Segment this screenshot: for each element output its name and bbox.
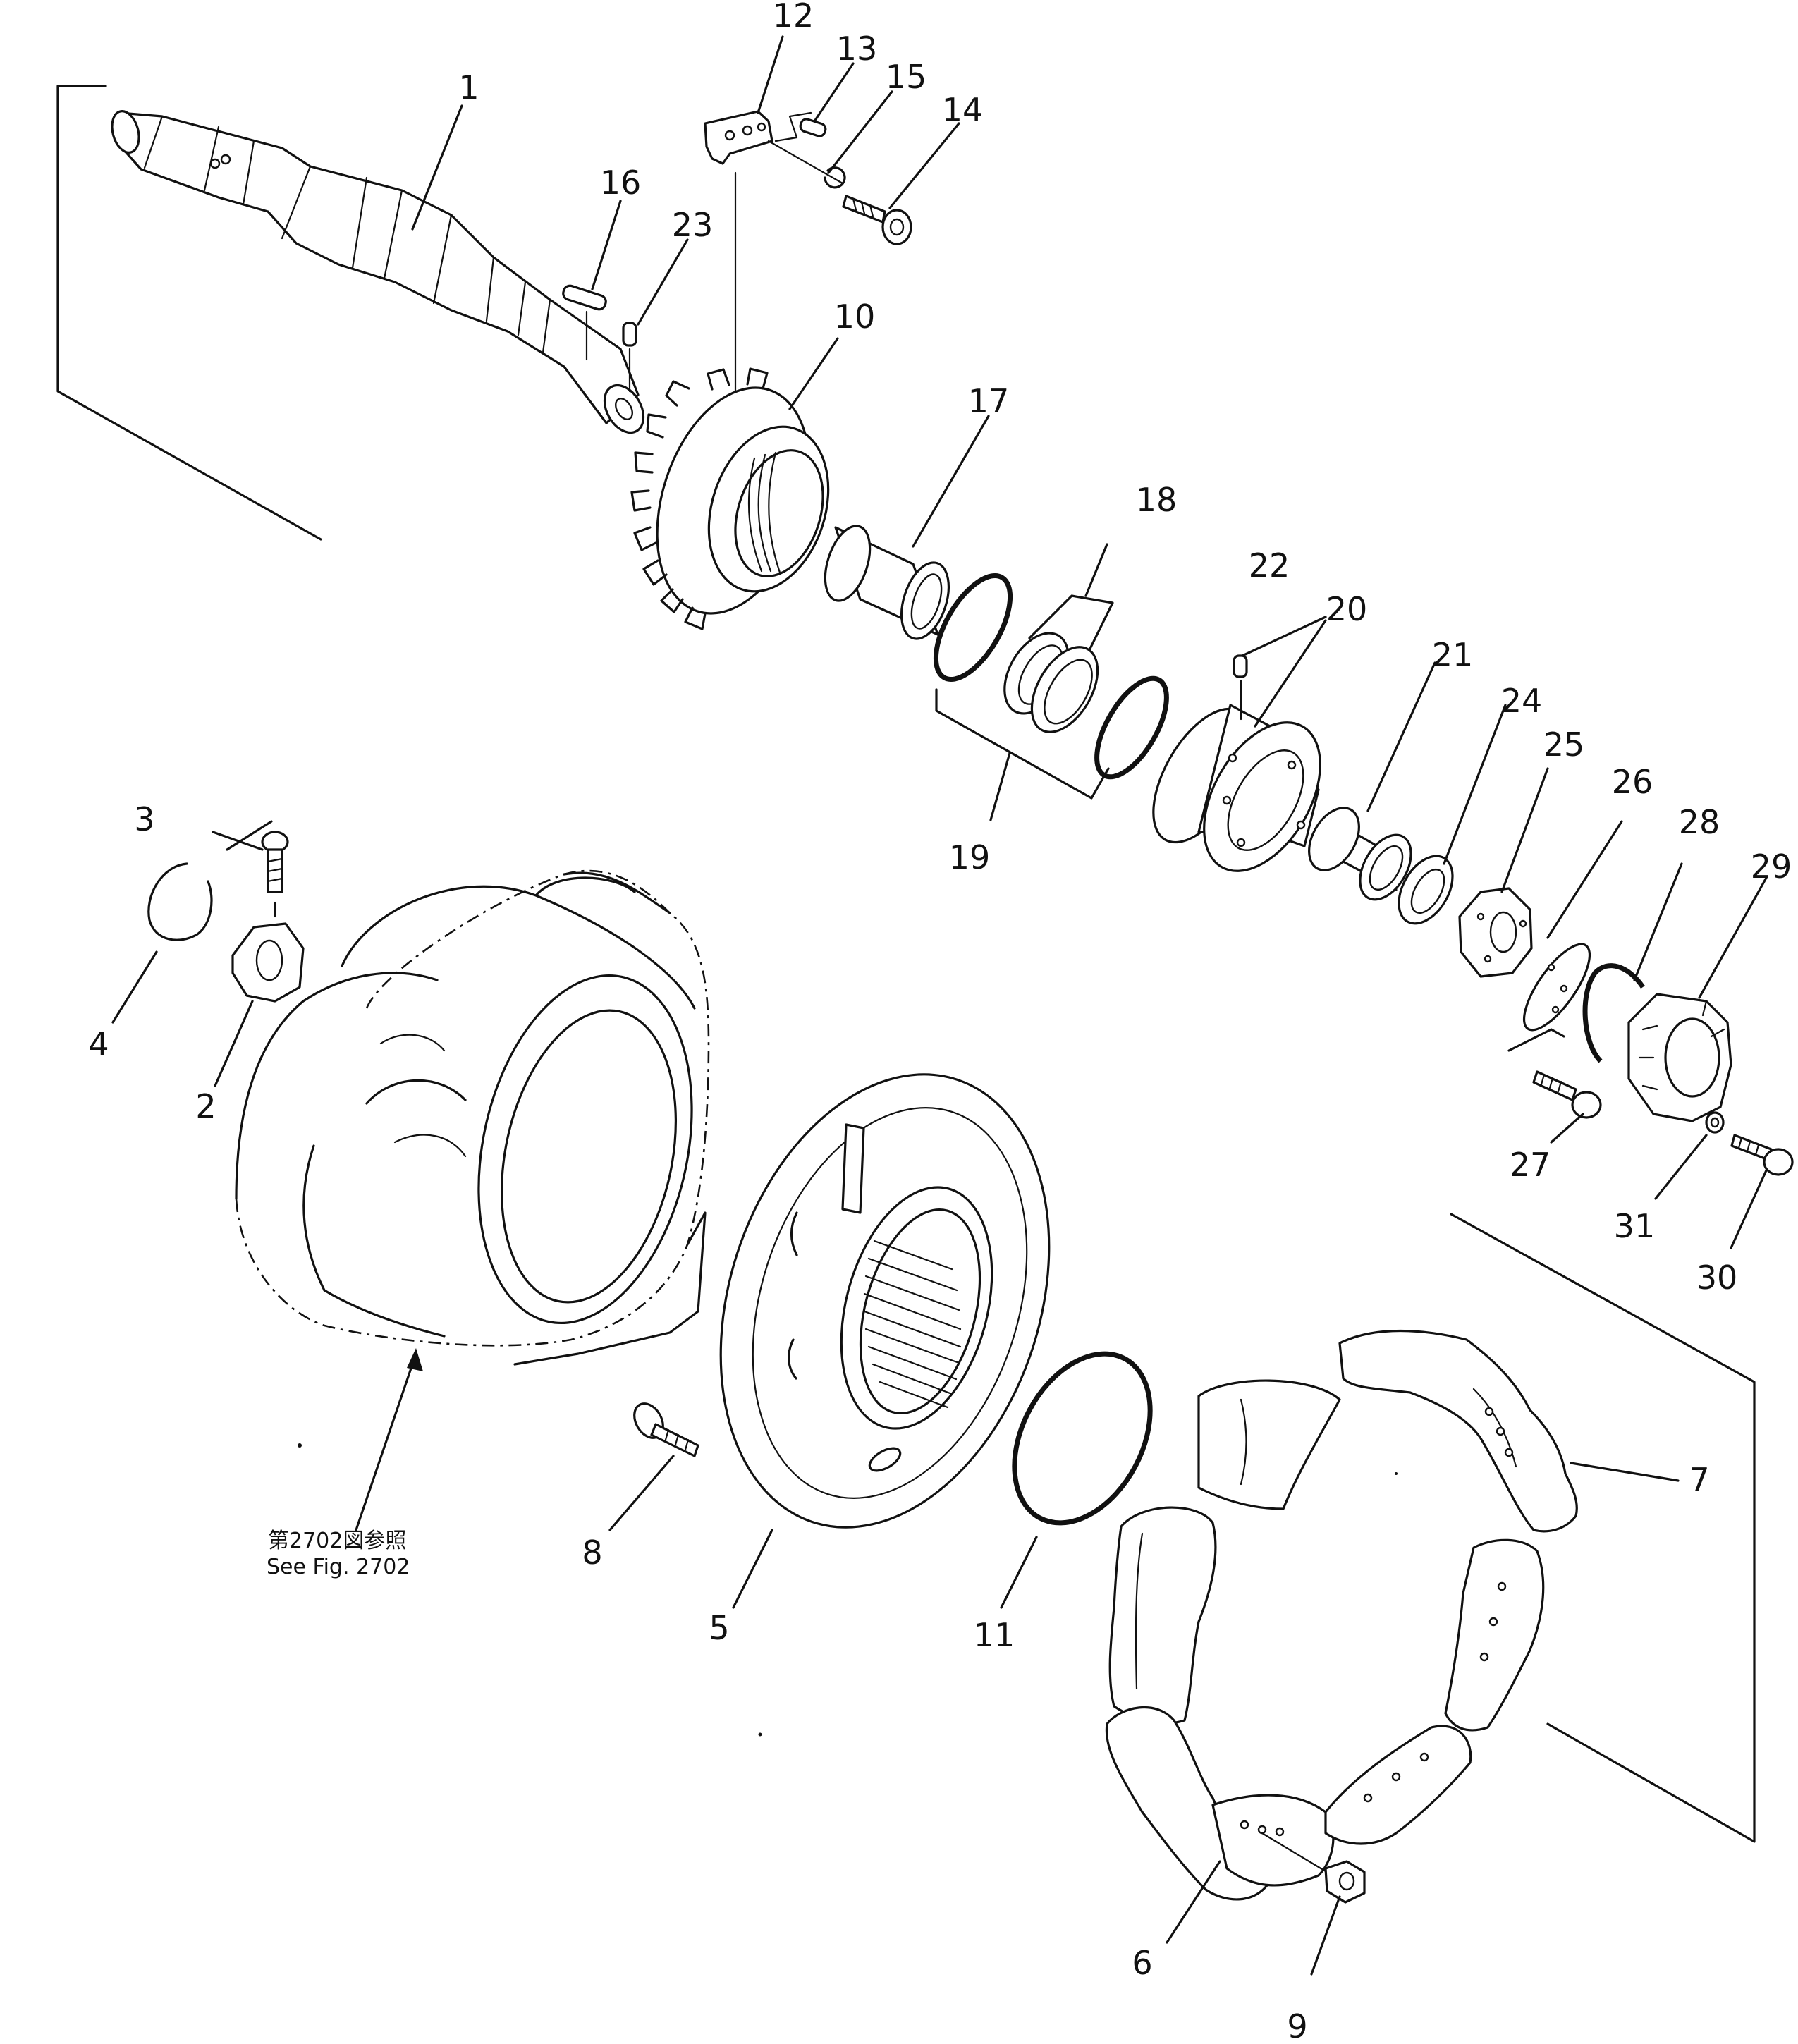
sprocket-segment-part-6 — [1105, 1506, 1545, 1901]
pin-part-23 — [622, 322, 637, 393]
bolt-part-3 — [261, 831, 289, 893]
bolt-part-8 — [633, 1402, 699, 1457]
callout-23: 23 — [672, 206, 714, 244]
thrust-washer-part — [1398, 855, 1454, 925]
callout-6: 6 — [1132, 1944, 1152, 1982]
shaft-part — [111, 110, 645, 434]
callout-27: 27 — [1510, 1146, 1551, 1184]
lock-washer-part — [824, 166, 846, 189]
callout-4: 4 — [88, 1025, 109, 1063]
callout-28: 28 — [1679, 803, 1720, 841]
callout-5: 5 — [709, 1609, 729, 1647]
gear-hub-part — [630, 367, 830, 630]
bushing-part-21 — [1308, 807, 1412, 901]
callout-2: 2 — [195, 1087, 216, 1125]
reference-arrow — [355, 1348, 423, 1531]
reference-note-jp: 第2702図参照 — [268, 1529, 406, 1553]
lower-group-bracket — [1450, 1213, 1756, 1843]
bolt-part-30 — [1730, 1134, 1794, 1176]
nut-part-2 — [231, 901, 305, 1003]
sprocket-segment-part-7 — [1197, 1329, 1578, 1533]
callout-15: 15 — [886, 58, 927, 96]
callout-numbers: 1 2 3 4 5 6 7 8 9 10 11 12 13 14 15 16 1… — [88, 0, 1792, 2044]
leader-lines — [111, 35, 1768, 1976]
callout-1: 1 — [458, 68, 479, 106]
bolt-part-14 — [842, 195, 912, 245]
bushing-part-17 — [824, 525, 950, 640]
callout-24: 24 — [1501, 682, 1543, 720]
pin-part-22 — [1233, 654, 1248, 721]
cover-part-29 — [1627, 993, 1732, 1122]
hub-flange-part — [719, 1073, 1051, 1529]
callout-22: 22 — [1249, 546, 1290, 585]
callout-13: 13 — [836, 30, 878, 68]
callout-16: 16 — [600, 164, 642, 202]
plate-part-26 — [1522, 943, 1591, 1032]
bracket-18 — [1028, 543, 1114, 651]
key-part — [562, 284, 607, 361]
callout-3: 3 — [134, 800, 154, 838]
callout-8: 8 — [582, 1534, 602, 1572]
callout-10: 10 — [834, 298, 876, 336]
retainer-housing-part — [1152, 704, 1321, 872]
housing-part — [235, 869, 710, 1366]
callout-12: 12 — [773, 0, 814, 35]
nut-part-25 — [1458, 887, 1533, 978]
reference-note-en: See Fig. 2702 — [267, 1555, 410, 1579]
callout-26: 26 — [1612, 763, 1653, 801]
o-ring-part-11 — [1012, 1351, 1153, 1526]
callout-11: 11 — [974, 1616, 1015, 1654]
bracket-19 — [935, 688, 1110, 821]
callout-19: 19 — [949, 838, 991, 876]
washer-part-31 — [1705, 1111, 1725, 1134]
snap-ring-28 — [1582, 963, 1645, 1063]
callout-29: 29 — [1751, 847, 1792, 886]
callout-7: 7 — [1689, 1461, 1709, 1499]
callout-31: 31 — [1614, 1207, 1656, 1245]
seal-part-18 — [1003, 632, 1099, 733]
lock-plate-part — [704, 110, 844, 396]
callout-17: 17 — [968, 382, 1010, 420]
nut-part-9 — [1261, 1832, 1366, 1904]
reference-note: 第2702図参照 See Fig. 2702 — [267, 1529, 410, 1579]
callout-30: 30 — [1696, 1259, 1738, 1297]
callout-9: 9 — [1287, 2007, 1307, 2044]
roll-pin-part — [799, 118, 827, 137]
callout-21: 21 — [1432, 636, 1474, 674]
callout-20: 20 — [1326, 590, 1368, 628]
bolt-part-27 — [1507, 1028, 1602, 1119]
snap-ring-part-4 — [147, 862, 213, 941]
callout-14: 14 — [942, 91, 984, 129]
o-ring-left-part — [933, 573, 1013, 683]
callout-18: 18 — [1136, 481, 1178, 519]
upper-group-bracket — [56, 85, 322, 541]
callout-25: 25 — [1543, 726, 1585, 764]
